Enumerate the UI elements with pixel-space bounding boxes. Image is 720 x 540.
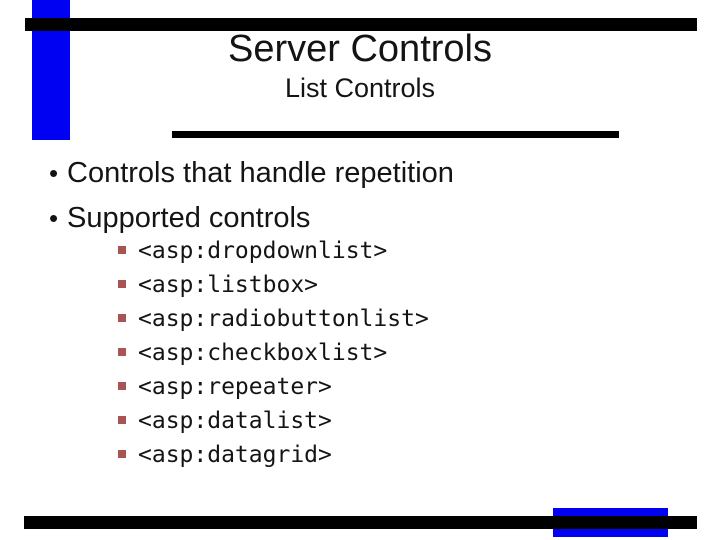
slide-body: • Controls that handle repetition • Supp… [40, 151, 454, 241]
square-bullet-icon [118, 280, 126, 288]
list-item: <asp:datagrid> [118, 438, 429, 472]
list-item-text: <asp:datalist> [138, 408, 332, 434]
list-item: <asp:checkboxlist> [118, 336, 429, 370]
bullet-line: • Supported controls [40, 196, 454, 241]
list-item: <asp:repeater> [118, 370, 429, 404]
square-bullet-icon [118, 314, 126, 322]
list-item: <asp:dropdownlist> [118, 234, 429, 268]
square-bullet-icon [118, 246, 126, 254]
bullet-line: • Controls that handle repetition [40, 151, 454, 196]
list-item-text: <asp:repeater> [138, 374, 332, 400]
control-list: <asp:dropdownlist> <asp:listbox> <asp:ra… [118, 234, 429, 472]
list-item: <asp:radiobuttonlist> [118, 302, 429, 336]
list-item: <asp:datalist> [118, 404, 429, 438]
slide-title: Server Controls [228, 28, 492, 70]
list-item: <asp:listbox> [118, 268, 429, 302]
bullet-dot-icon: • [48, 203, 59, 233]
square-bullet-icon [118, 382, 126, 390]
bullet-text: Supported controls [67, 202, 311, 234]
square-bullet-icon [118, 416, 126, 424]
square-bullet-icon [118, 450, 126, 458]
square-bullet-icon [118, 348, 126, 356]
slide-header: Server Controls List Controls [0, 26, 720, 105]
title-underline-rule [172, 131, 619, 138]
list-item-text: <asp:checkboxlist> [138, 340, 388, 366]
list-item-text: <asp:dropdownlist> [138, 238, 388, 264]
list-item-text: <asp:listbox> [138, 272, 319, 298]
bullet-text: Controls that handle repetition [67, 157, 454, 189]
black-divider-bar-bottom [24, 516, 697, 529]
bullet-dot-icon: • [48, 158, 59, 188]
list-item-text: <asp:datagrid> [138, 442, 332, 468]
black-divider-bar-top [25, 18, 697, 31]
list-item-text: <asp:radiobuttonlist> [138, 306, 429, 332]
slide-subtitle: List Controls [284, 73, 436, 103]
